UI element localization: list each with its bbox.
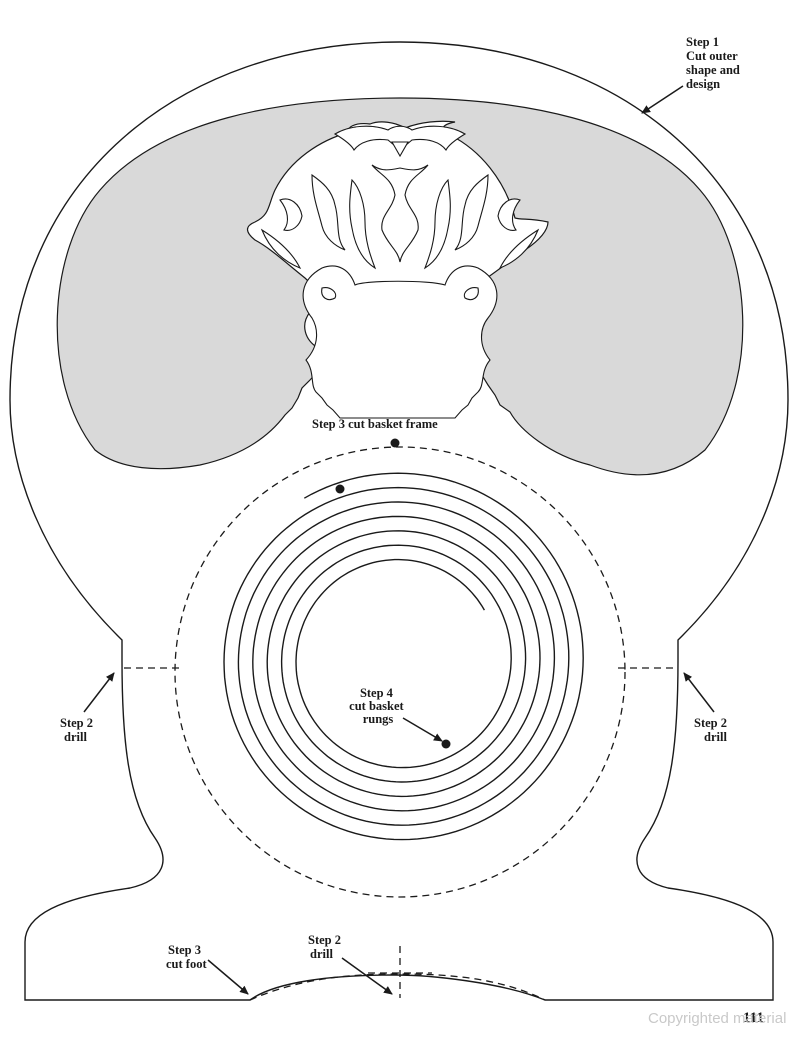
label-step2-left: Step 2 drill [60, 716, 96, 744]
label-step2-left-line: Step 2 [60, 716, 93, 730]
rung-end-point [441, 739, 451, 749]
foot-cut-arc [249, 973, 546, 1001]
arrow-step4 [402, 717, 443, 742]
label-step2-right-line: drill [704, 730, 727, 744]
label-step2-right: Step 2 drill [694, 716, 730, 744]
arrow-step2-bottom [341, 957, 393, 995]
arrow-step3-foot [207, 959, 249, 995]
label-step3-foot-line: cut foot [166, 957, 207, 971]
label-step2-bottom-line: drill [310, 947, 333, 961]
label-step1: Step 1 Cut outer shape and design [686, 35, 743, 91]
label-step4-line: rungs [363, 712, 394, 726]
label-step2-bottom: Step 2 drill [308, 933, 344, 961]
label-step4-line: Step 4 [360, 686, 394, 700]
arrow-step2-left [83, 672, 115, 713]
basket-rungs-spiral [223, 472, 584, 841]
floral-fretwork [260, 125, 540, 419]
label-step3-frame: Step 3 cut basket frame [312, 417, 438, 431]
label-step1-line: design [686, 77, 720, 91]
label-step1-line: shape and [686, 63, 740, 77]
label-step1-line: Step 1 [686, 35, 719, 49]
label-step2-bottom-line: Step 2 [308, 933, 341, 947]
label-step4-line: cut basket [349, 699, 404, 713]
basket-frame-circle [174, 446, 626, 898]
label-step2-left-line: drill [64, 730, 87, 744]
label-step2-right-line: Step 2 [694, 716, 727, 730]
label-step3-foot-line: Step 3 [168, 943, 201, 957]
label-step3-foot: Step 3 cut foot [166, 943, 207, 971]
rung-start-point [335, 484, 345, 494]
watermark: Copyrighted material [648, 1010, 786, 1027]
page-number: 111 [743, 1010, 764, 1026]
frame-drill-point [390, 438, 400, 448]
arrow-step1 [641, 85, 684, 114]
label-step1-line: Cut outer [686, 49, 738, 63]
label-step4: Step 4 cut basket rungs [349, 686, 407, 726]
arrow-step2-right [683, 672, 715, 713]
